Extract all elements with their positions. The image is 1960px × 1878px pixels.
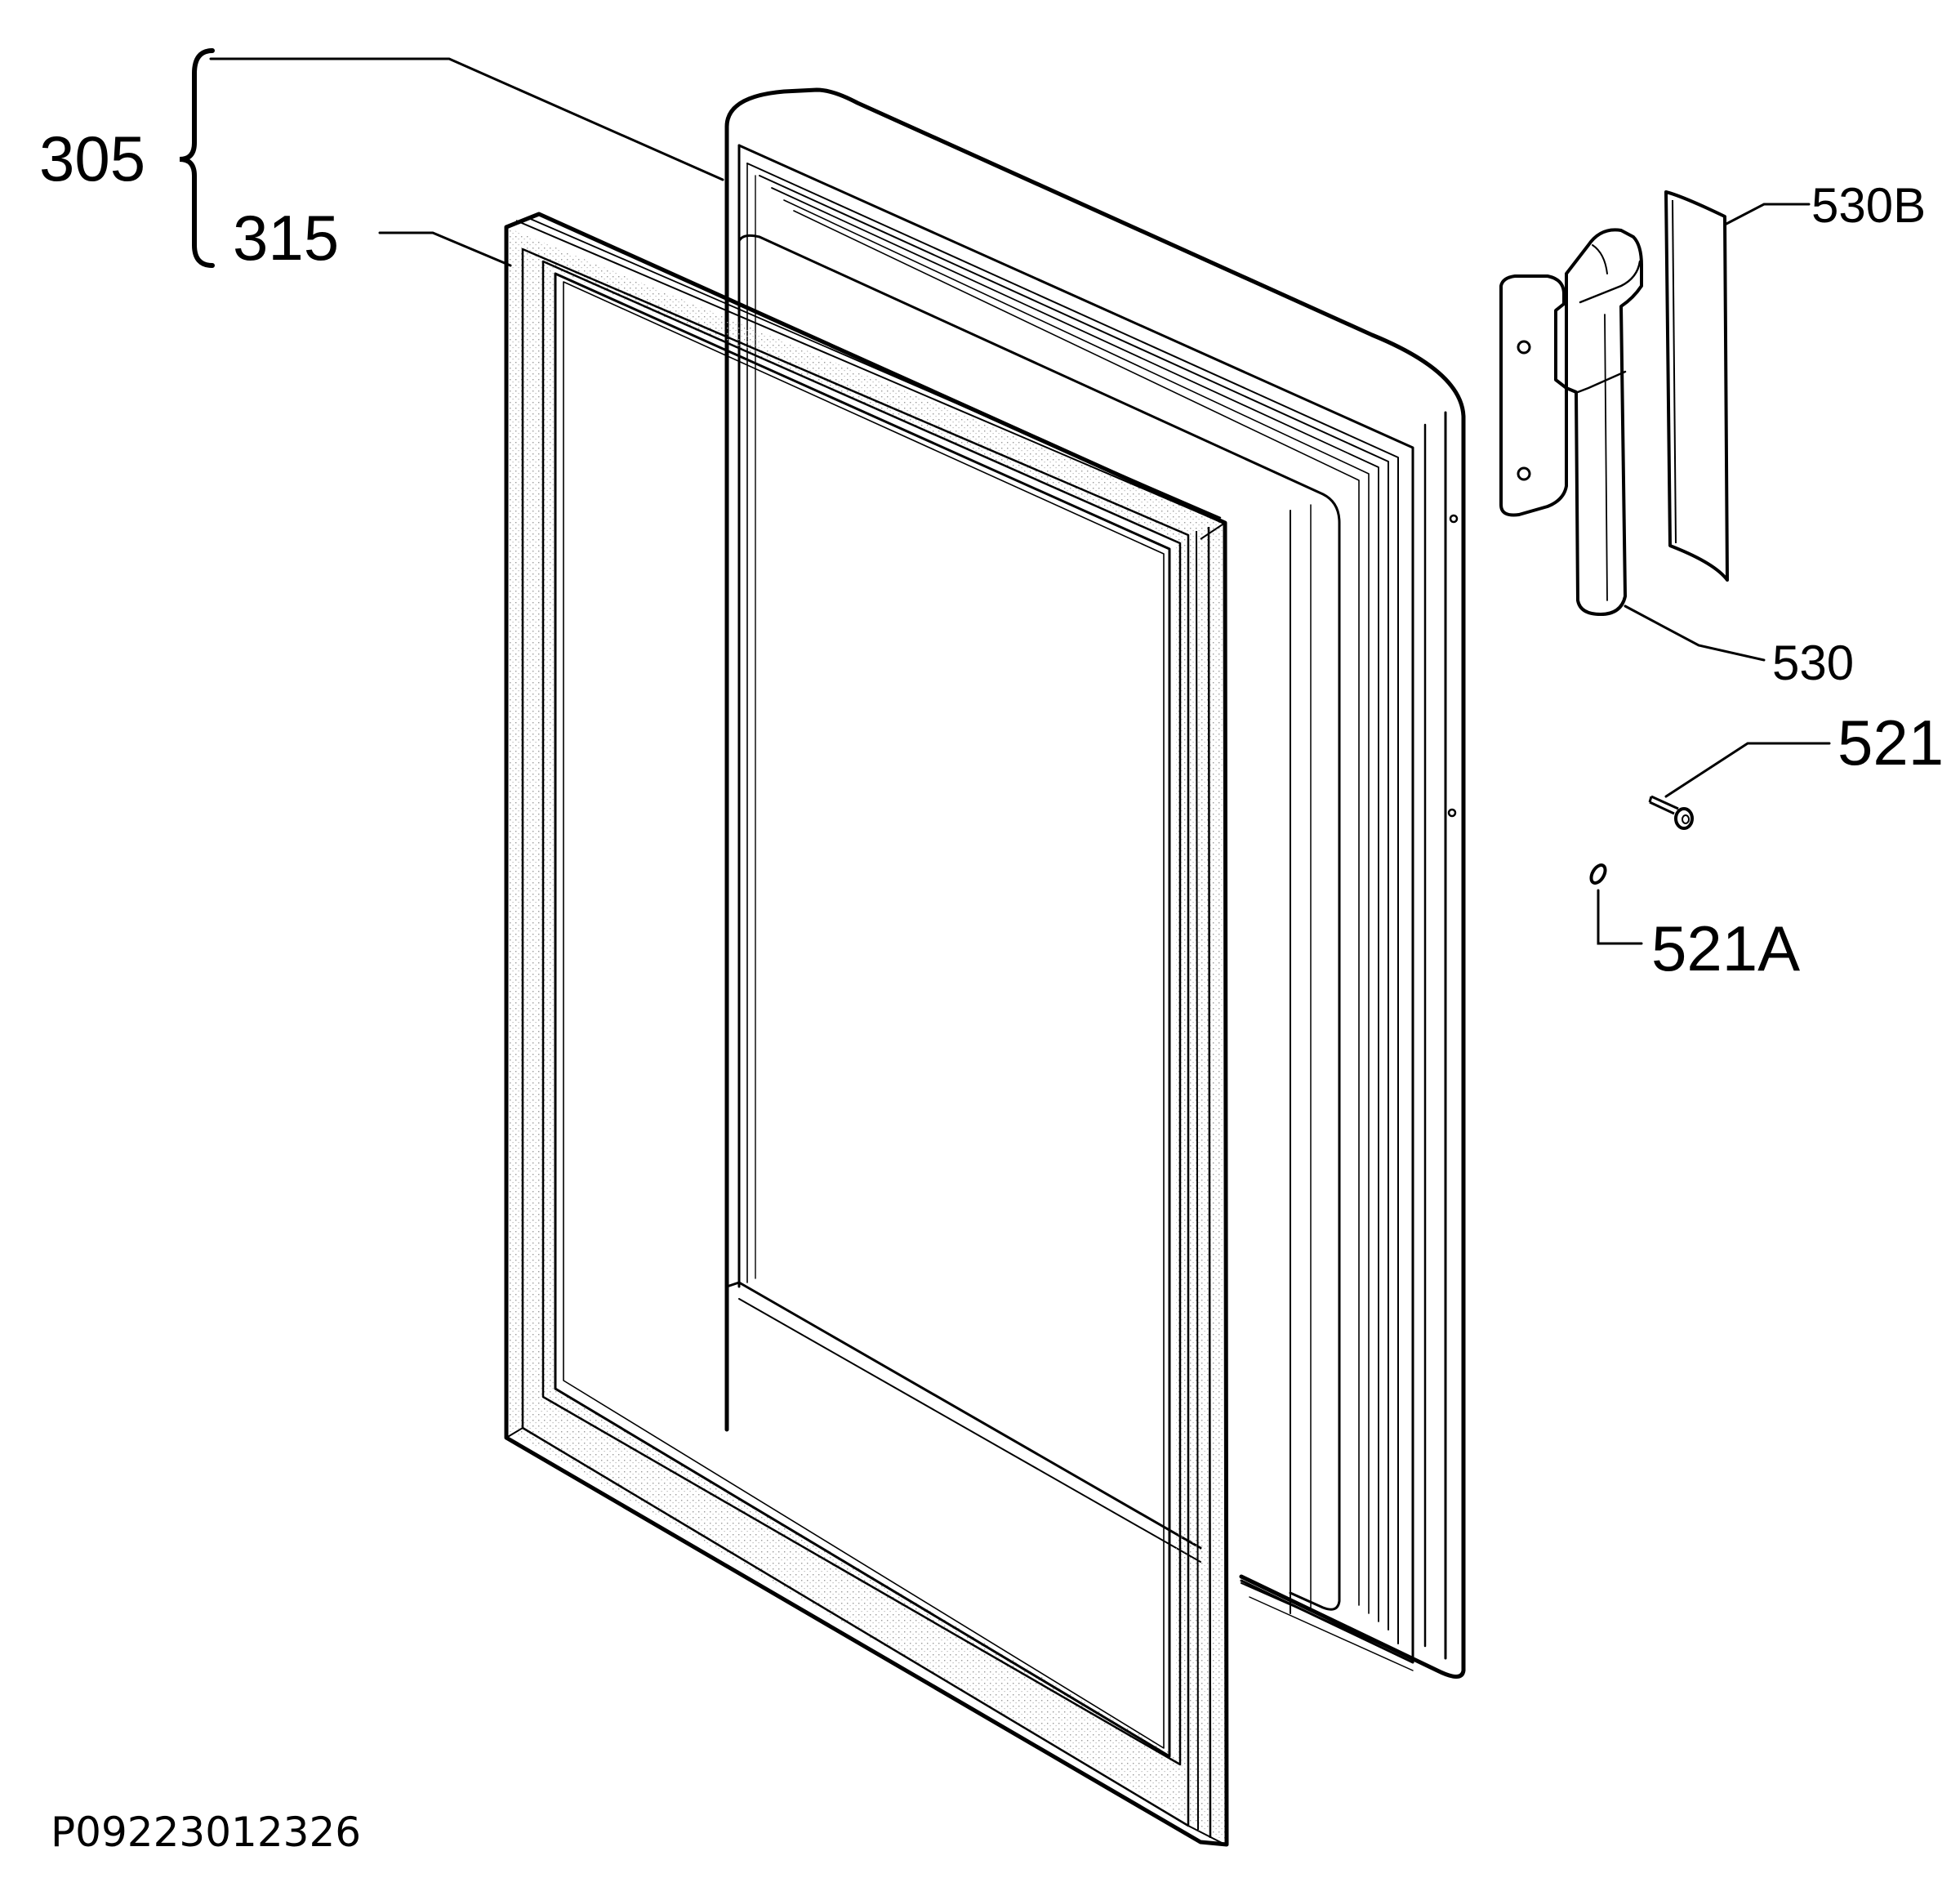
plate-screw-hole-bottom — [1517, 466, 1531, 481]
door-liner-panel — [737, 234, 1341, 1611]
door-panel — [724, 87, 1466, 1679]
screw-521 — [1648, 795, 1694, 830]
document-id: P09223012326 — [51, 1809, 362, 1856]
leader-lines — [179, 48, 1831, 945]
label-521a: 521A — [1651, 912, 1801, 984]
door-outer-outline — [724, 87, 1466, 1679]
leader-315 — [378, 231, 512, 267]
label-530b: 530B — [1811, 178, 1927, 233]
leader-530 — [1624, 604, 1766, 662]
washer-521a — [1589, 863, 1607, 885]
label-315: 315 — [233, 202, 340, 274]
leader-521a — [1597, 889, 1643, 945]
gasket-texture — [506, 227, 1227, 1842]
label-530: 530 — [1772, 636, 1855, 690]
label-521: 521 — [1838, 707, 1944, 778]
hinge-mounting-plate — [1499, 274, 1568, 517]
hinge-barrel — [1565, 228, 1643, 616]
door-gasket — [504, 212, 1229, 1847]
hinge-cover — [1664, 190, 1729, 582]
hinge-assembly — [1499, 228, 1643, 616]
leader-521 — [1664, 742, 1831, 798]
leader-305 — [209, 57, 724, 181]
plate-screw-hole-top — [1517, 340, 1531, 355]
label-305: 305 — [39, 123, 146, 194]
brace-305 — [179, 48, 215, 268]
leader-530b — [1723, 203, 1811, 226]
